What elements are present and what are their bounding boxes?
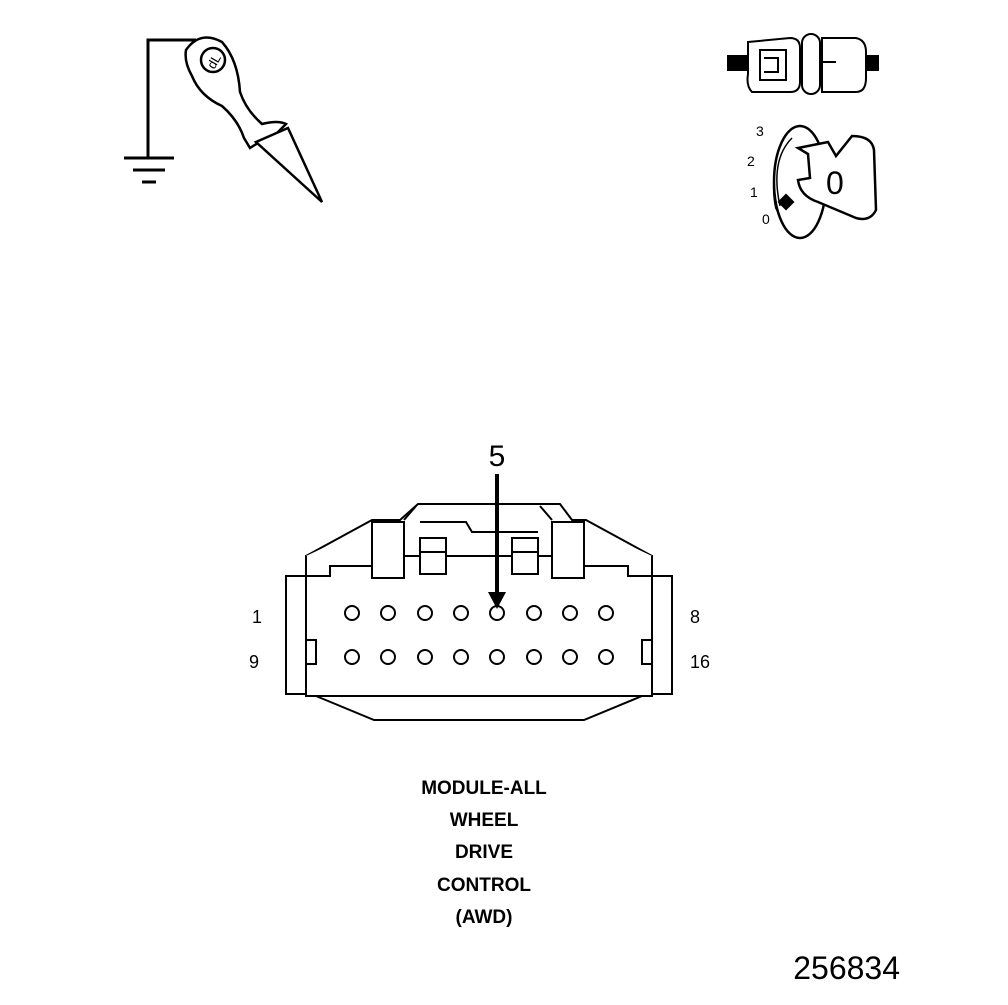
caption-line-4: CONTROL xyxy=(437,875,531,896)
pin-callout-label: 5 xyxy=(489,440,506,473)
pin-row-bottom xyxy=(344,649,614,665)
caption-line-1: MODULE-ALL xyxy=(421,778,547,799)
pin-label-1: 1 xyxy=(252,607,262,627)
pin-label-8: 8 xyxy=(690,607,700,627)
ignition-key-icon: 0 3 2 1 0 xyxy=(747,123,878,240)
pin-label-9: 9 xyxy=(249,652,259,672)
connector-disconnect-icon xyxy=(727,33,879,95)
caption-line-3: DRIVE xyxy=(454,842,514,863)
caption-line-5: (AWD) xyxy=(455,907,513,928)
pin-row-top xyxy=(344,605,614,621)
caption-line-2: WHEEL xyxy=(449,810,519,831)
ignition-key-label: 0 xyxy=(826,165,844,201)
ignition-position-1: 1 xyxy=(750,184,758,200)
figure-number: 256834 xyxy=(793,950,900,986)
probe-mark: dL xyxy=(204,51,224,71)
ignition-position-3: 3 xyxy=(756,123,764,139)
ground-symbol-icon xyxy=(124,38,196,184)
ignition-position-2: 2 xyxy=(747,153,755,169)
ignition-position-0: 0 xyxy=(762,211,770,227)
test-probe-icon: dL xyxy=(184,36,324,203)
pin-callout-arrow xyxy=(488,474,506,609)
connector-face xyxy=(285,503,673,721)
pin-label-16: 16 xyxy=(690,652,710,672)
